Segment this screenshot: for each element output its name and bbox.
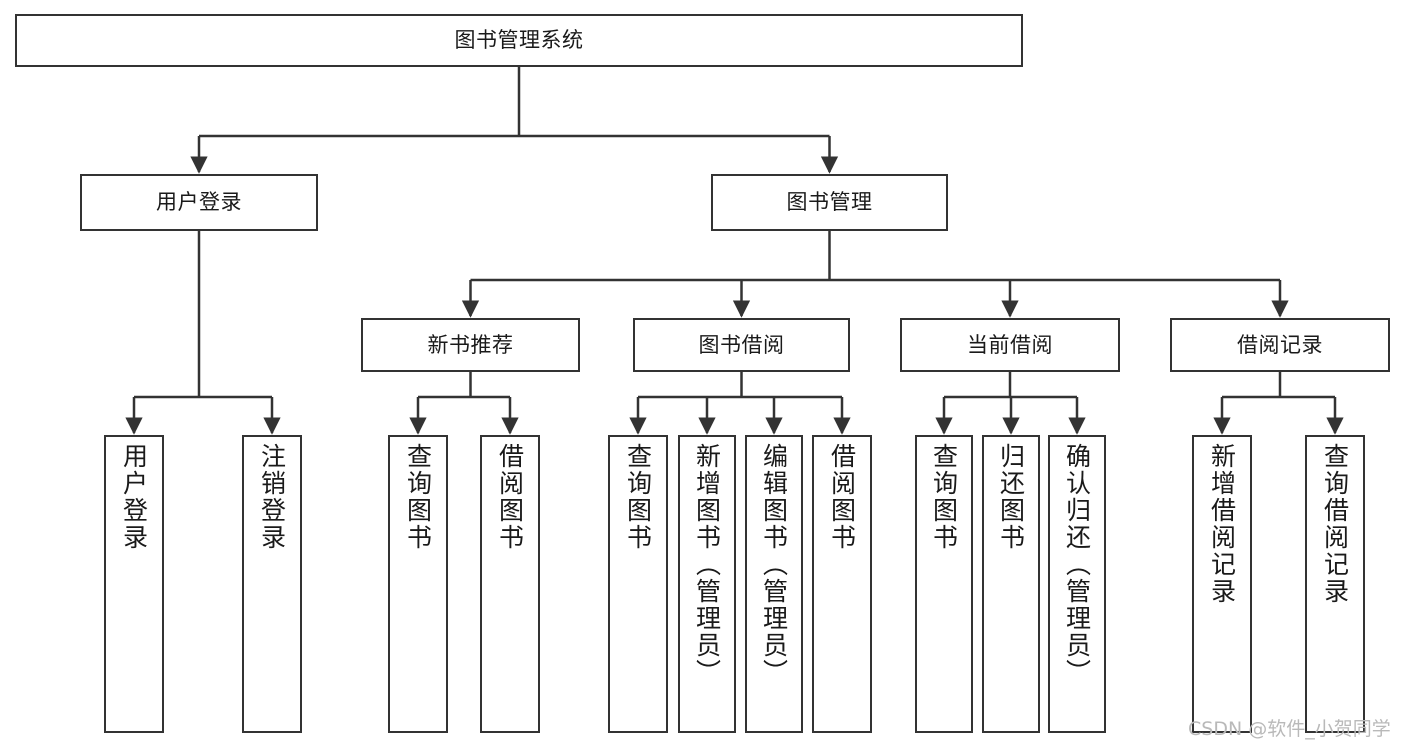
node-label: 借阅图书 (827, 443, 857, 551)
node-label: 新增图书（管理员） (692, 443, 722, 686)
node-leaf-query-rec[interactable]: 查询借阅记录 (1305, 435, 1365, 733)
node-leaf-borrow-1[interactable]: 借阅图书 (480, 435, 540, 733)
node-label: 归还图书 (996, 443, 1026, 551)
node-label: 图书管理 (786, 190, 873, 215)
node-label: 用户登录 (119, 443, 149, 551)
node-leaf-return[interactable]: 归还图书 (982, 435, 1040, 733)
node-leaf-query-2[interactable]: 查询图书 (608, 435, 668, 733)
node-label: 查询借阅记录 (1320, 443, 1350, 605)
node-leaf-logout[interactable]: 注销登录 (242, 435, 302, 733)
node-label: 注销登录 (257, 443, 287, 551)
node-borrow-record[interactable]: 借阅记录 (1170, 318, 1390, 372)
node-root[interactable]: 图书管理系统 (15, 14, 1023, 67)
node-label: 新增借阅记录 (1207, 443, 1237, 605)
node-label: 当前借阅 (967, 332, 1053, 357)
node-label: 查询图书 (929, 443, 959, 551)
node-current-borrow[interactable]: 当前借阅 (900, 318, 1120, 372)
node-label: 新书推荐 (427, 332, 514, 357)
node-label: 查询图书 (403, 443, 433, 551)
node-label: 借阅图书 (495, 443, 525, 551)
node-label: 查询图书 (623, 443, 653, 551)
node-new-book-rec[interactable]: 新书推荐 (361, 318, 580, 372)
node-label: 图书管理系统 (454, 28, 584, 53)
node-leaf-add-book[interactable]: 新增图书（管理员） (678, 435, 736, 733)
node-label: 用户登录 (156, 190, 242, 215)
node-label: 确认归还（管理员） (1062, 443, 1092, 686)
node-leaf-borrow-2[interactable]: 借阅图书 (812, 435, 872, 733)
node-leaf-query-3[interactable]: 查询图书 (915, 435, 973, 733)
node-leaf-confirm[interactable]: 确认归还（管理员） (1048, 435, 1106, 733)
node-leaf-query-1[interactable]: 查询图书 (388, 435, 448, 733)
node-leaf-add-rec[interactable]: 新增借阅记录 (1192, 435, 1252, 733)
node-user-login[interactable]: 用户登录 (80, 174, 318, 231)
node-leaf-user-login[interactable]: 用户登录 (104, 435, 164, 733)
node-book-manage[interactable]: 图书管理 (711, 174, 948, 231)
node-leaf-edit-book[interactable]: 编辑图书（管理员） (745, 435, 803, 733)
node-label: 图书借阅 (698, 332, 785, 357)
node-book-borrow[interactable]: 图书借阅 (633, 318, 850, 372)
watermark-text: CSDN @软件_小贺同学 (1188, 718, 1391, 740)
node-label: 借阅记录 (1237, 332, 1323, 357)
node-label: 编辑图书（管理员） (759, 443, 789, 686)
